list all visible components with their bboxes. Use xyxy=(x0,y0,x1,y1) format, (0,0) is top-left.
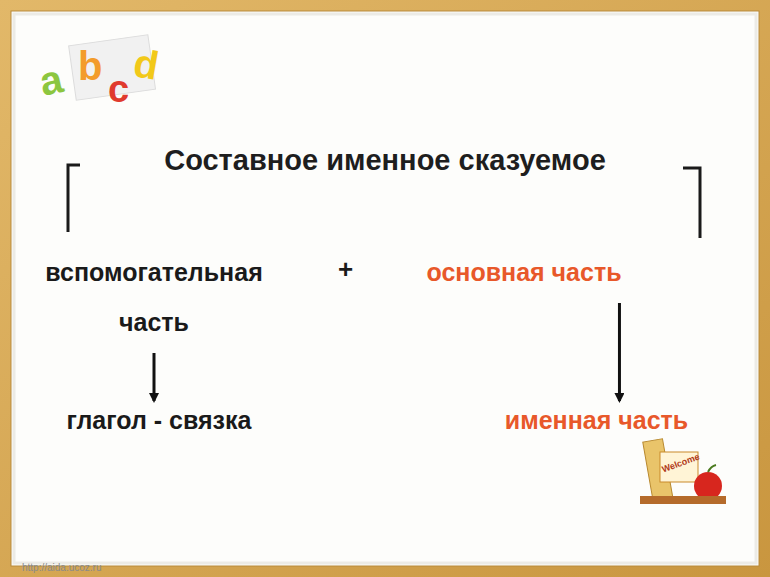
node-text: вспомогательная часть xyxy=(45,258,262,336)
text-node: вспомогательная часть xyxy=(10,245,298,349)
text-node: именная часть xyxy=(470,393,723,447)
letter-icon: c xyxy=(108,68,129,111)
watermark: http://aida.ucoz.ru xyxy=(22,562,102,573)
text-node: основная часть xyxy=(395,245,653,299)
text-node: глагол - связка xyxy=(30,393,288,447)
down-arrow xyxy=(618,303,621,401)
down-arrow xyxy=(153,353,156,401)
node-text: именная часть xyxy=(505,406,688,434)
node-text: глагол - связка xyxy=(67,406,252,434)
letter-icon: b xyxy=(78,44,102,89)
node-text: основная часть xyxy=(426,258,621,286)
plus-sign: + xyxy=(338,254,353,285)
diagram-title: Составное именное сказуемое xyxy=(85,144,685,177)
